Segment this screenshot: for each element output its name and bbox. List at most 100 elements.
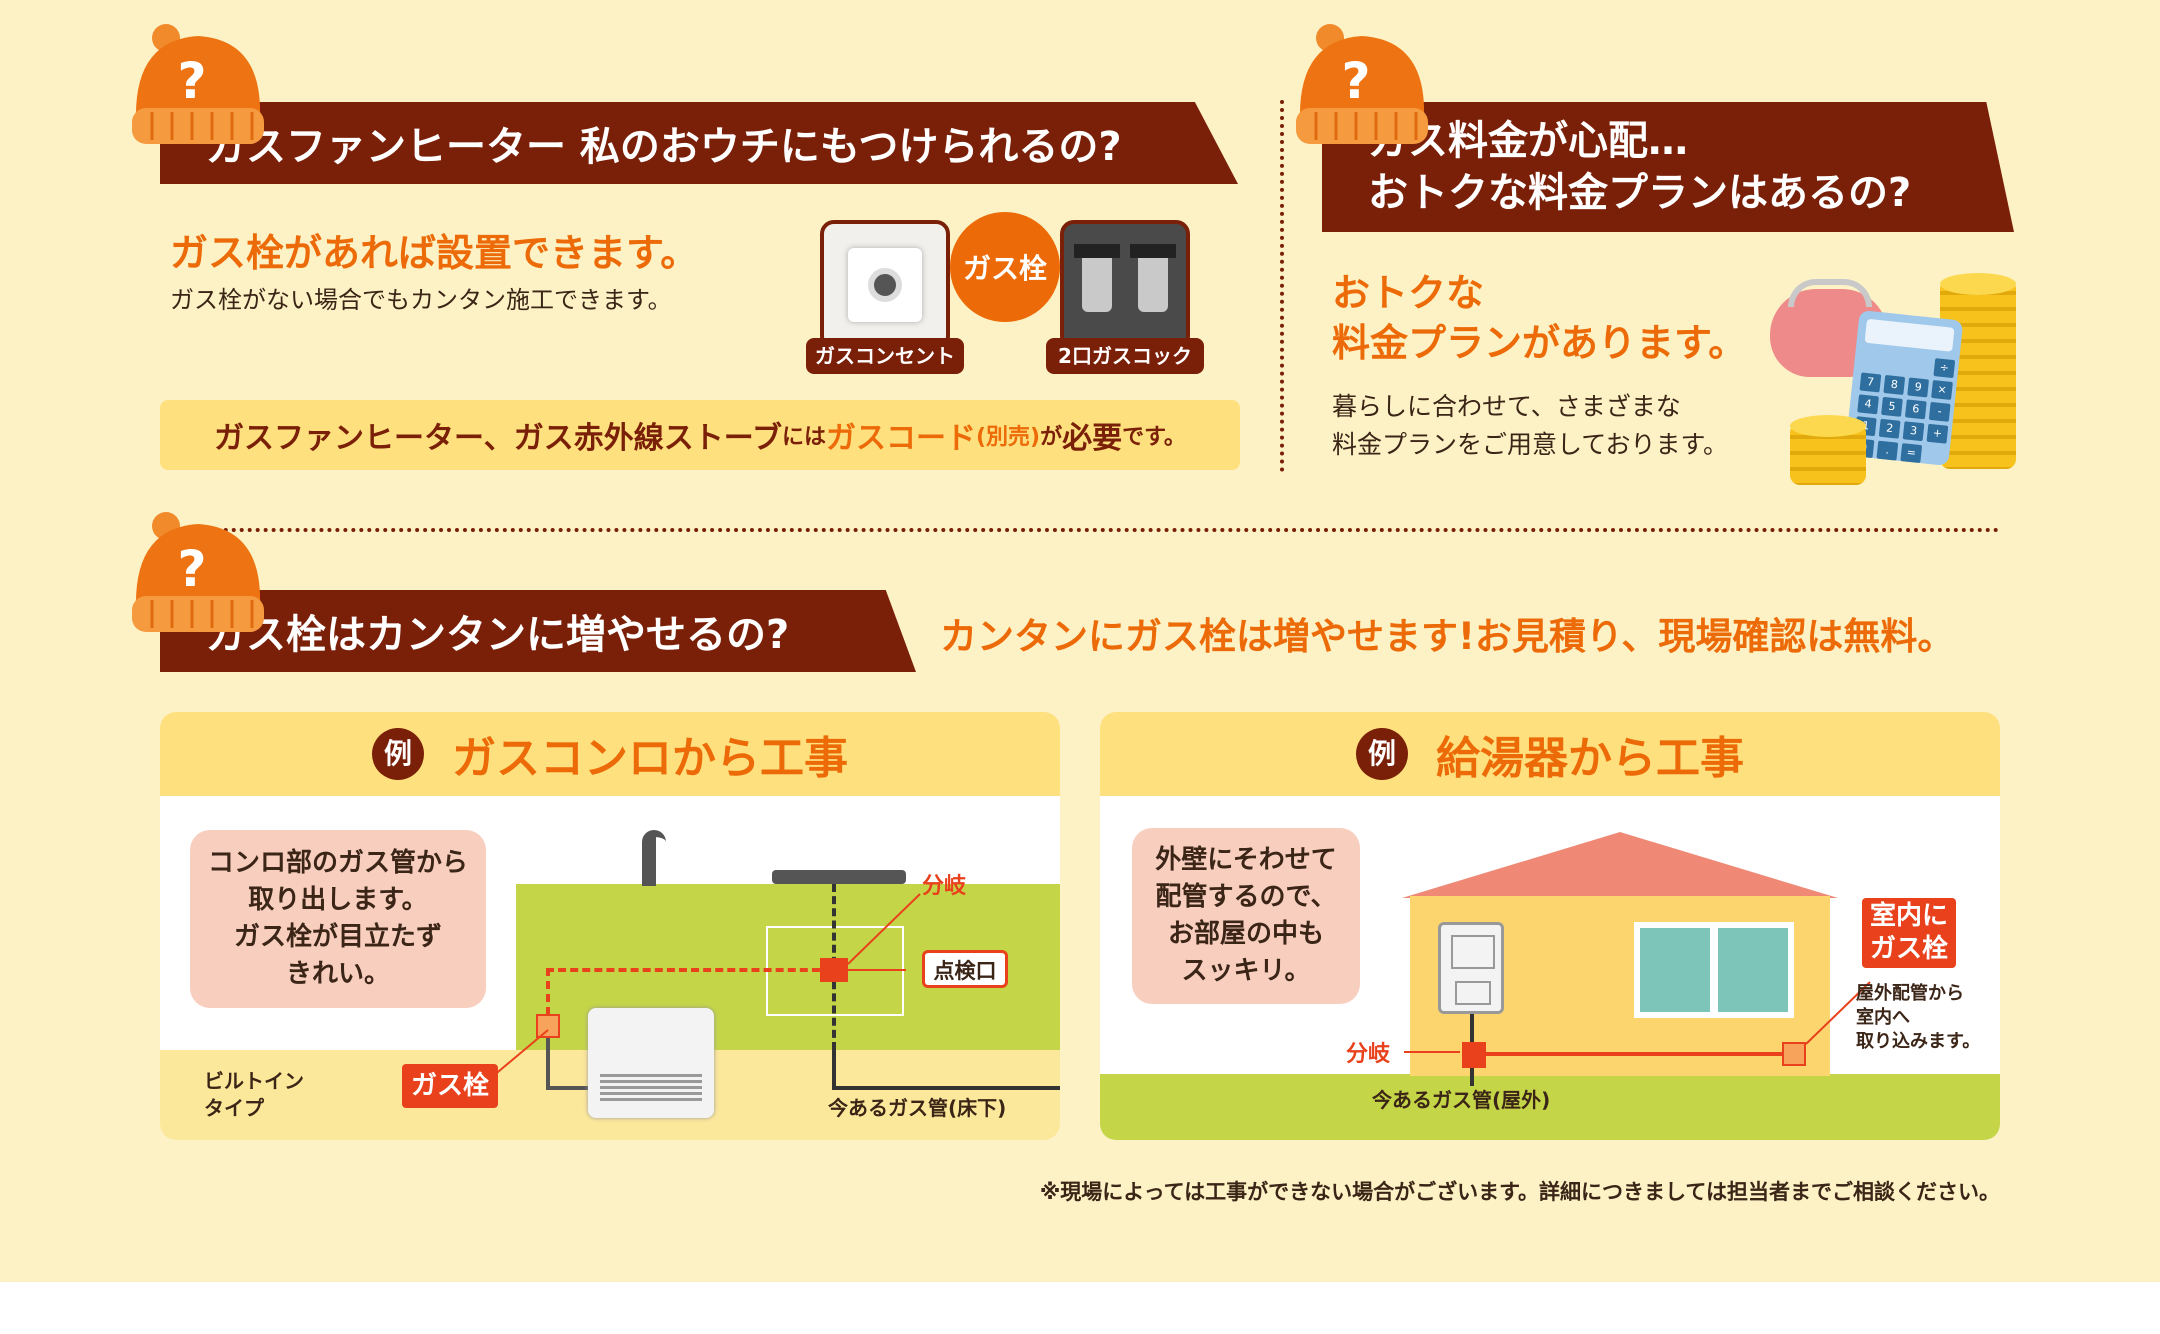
q1-title: ガスファンヒーター 私のおウチにもつけられるの? bbox=[206, 124, 1122, 170]
window-icon bbox=[1634, 922, 1794, 1018]
example-water-heater-title: 給湯器から工事 bbox=[1436, 733, 1744, 784]
q1-note-3: ガスコード bbox=[825, 421, 976, 456]
q2-body-line1: 暮らしに合わせて、さまざまな bbox=[1332, 392, 1681, 421]
bubble-line: 外壁にそわせて bbox=[1155, 845, 1337, 875]
calculator-key: 6 bbox=[1904, 399, 1927, 420]
question-hat-icon: ? bbox=[1296, 24, 1428, 144]
calculator-key: × bbox=[1931, 379, 1953, 400]
valve-tag: ガス栓 bbox=[402, 1064, 498, 1108]
indoor-line: 室内に bbox=[1869, 901, 1948, 931]
gas-valve-marker-icon bbox=[536, 1014, 560, 1038]
gas-valve-circle-label: ガス栓 bbox=[962, 252, 1047, 285]
calculator-key bbox=[1886, 353, 1908, 373]
calculator-key: - bbox=[1928, 401, 1951, 422]
svg-text:?: ? bbox=[1341, 52, 1370, 110]
page: ガスファンヒーター 私のおウチにもつけられるの? ? ガス栓があれば設置できます… bbox=[0, 0, 2160, 1282]
q2-title-line1: ガス料金が心配… bbox=[1368, 118, 1688, 164]
calculator-key: = bbox=[1900, 443, 1923, 464]
q1-lead: ガス栓があれば設置できます。 bbox=[170, 231, 699, 275]
calculator-key: 7 bbox=[1859, 372, 1882, 393]
money-illustration: ÷789×456-123+0.= bbox=[1770, 255, 2030, 490]
bubble-line: スッキリ。 bbox=[1181, 956, 1311, 986]
two-outlet-cock-label: 2口ガスコック bbox=[1046, 338, 1204, 374]
svg-text:?: ? bbox=[177, 540, 206, 598]
footnote: ※現場によっては工事ができない場合がございます。詳細につきましては担当者までご相… bbox=[1039, 1180, 2000, 1204]
calculator-key bbox=[1862, 351, 1884, 371]
q3-answer: カンタンにガス栓は増やせます!お見積り、現場確認は無料。 bbox=[940, 615, 1955, 658]
faucet-icon bbox=[642, 830, 666, 886]
water-heater-icon bbox=[1438, 922, 1504, 1014]
q3-title: ガス栓はカンタンに増やせるの? bbox=[206, 612, 790, 658]
example-panel-stove: 例 ガスコンロから工事 bbox=[160, 712, 1060, 1140]
branch-fitting-icon bbox=[1462, 1042, 1486, 1068]
ground bbox=[1100, 1074, 2000, 1140]
example-badge: 例 bbox=[1356, 728, 1408, 780]
calculator-key: 4 bbox=[1857, 394, 1879, 415]
bubble-line: 配管するので、 bbox=[1155, 882, 1337, 912]
q2-lead: おトクな 料金プランがあります。 bbox=[1332, 268, 1746, 368]
calculator-key: 8 bbox=[1883, 374, 1906, 395]
calculator-key bbox=[1910, 356, 1932, 376]
vertical-divider bbox=[1280, 100, 1284, 472]
calculator-key: ÷ bbox=[1933, 358, 1956, 379]
example-stove-bubble: コンロ部のガス管から 取り出します。 ガス栓が目立たず きれい。 bbox=[190, 830, 486, 1008]
note-line: 室内へ bbox=[1856, 1007, 1910, 1028]
outdoor-pipe-note: 屋外配管から 室内へ 取り込みます。 bbox=[1856, 982, 1980, 1054]
example-panel-water-heater: 例 給湯器から工事 外壁にそわせて 配管するので、 お部屋の中も bbox=[1100, 712, 2000, 1140]
note-line: 屋外配管から bbox=[1856, 983, 1964, 1004]
q1-note-5: が bbox=[1040, 425, 1063, 450]
example-water-heater-bubble: 外壁にそわせて 配管するので、 お部屋の中も スッキリ。 bbox=[1132, 828, 1360, 1004]
gas-outlet-photo bbox=[820, 220, 950, 350]
bubble-line: コンロ部のガス管から bbox=[207, 848, 468, 878]
q1-note-6: 必要 bbox=[1062, 421, 1123, 456]
existing-pipe-label: 今あるガス管(床下) bbox=[828, 1096, 1007, 1120]
q1-note-box: ガスファンヒーター、ガス赤外線ストーブ には ガスコード (別売) が 必要 で… bbox=[160, 400, 1240, 470]
inspection-label: 点検口 bbox=[922, 950, 1008, 988]
example-panel-water-heater-header: 例 給湯器から工事 bbox=[1100, 712, 2000, 796]
bubble-line: ガス栓が目立たず bbox=[233, 922, 442, 952]
builtin-line: タイプ bbox=[204, 1096, 264, 1120]
q1-note-2: には bbox=[781, 425, 826, 450]
indoor-valve-tag: 室内に ガス栓 bbox=[1862, 898, 1956, 968]
gas-valve-circle: ガス栓 bbox=[950, 212, 1060, 322]
question-hat-icon: ? bbox=[132, 512, 264, 632]
example-badge: 例 bbox=[372, 728, 424, 780]
gas-outlet-label: ガスコンセント bbox=[806, 338, 964, 374]
branch-label: 分岐 bbox=[922, 874, 967, 899]
note-line: 取り込みます。 bbox=[1856, 1031, 1981, 1052]
stove-top-icon bbox=[772, 870, 906, 884]
q2-body: 暮らしに合わせて、さまざまな 料金プランをご用意しております。 bbox=[1332, 388, 1728, 464]
calculator-key: . bbox=[1876, 440, 1899, 461]
q2-body-line2: 料金プランをご用意しております。 bbox=[1332, 430, 1729, 459]
branch-label: 分岐 bbox=[1346, 1042, 1391, 1067]
svg-text:?: ? bbox=[177, 52, 206, 110]
branch-fitting-icon bbox=[820, 958, 848, 982]
q2-lead-line1: おトクな bbox=[1332, 271, 1485, 315]
q1-note-4: (別売) bbox=[975, 425, 1041, 450]
bubble-line: お部屋の中も bbox=[1167, 919, 1324, 949]
question-hat-icon: ? bbox=[132, 24, 264, 144]
coin-stack-small-icon bbox=[1790, 415, 1866, 485]
bubble-line: 取り出します。 bbox=[248, 885, 428, 915]
horizontal-divider bbox=[160, 528, 2000, 532]
calculator-key: 3 bbox=[1902, 421, 1925, 442]
existing-pipe-label: 今あるガス管(屋外) bbox=[1372, 1088, 1551, 1112]
bubble-line: きれい。 bbox=[285, 959, 390, 989]
q1-sub: ガス栓がない場合でもカンタン施工できます。 bbox=[170, 286, 672, 314]
builtin-line: ビルトイン bbox=[204, 1069, 304, 1093]
calculator-keys: ÷789×456-123+0.= bbox=[1852, 351, 1956, 466]
q3-banner: ガス栓はカンタンに増やせるの? bbox=[160, 590, 916, 672]
q1-note-1: ガスファンヒーター、ガス赤外線ストーブ bbox=[214, 421, 782, 456]
example-panel-stove-header: 例 ガスコンロから工事 bbox=[160, 712, 1060, 796]
example-stove-title: ガスコンロから工事 bbox=[452, 733, 848, 784]
two-outlet-cock-photo bbox=[1060, 220, 1190, 350]
q2-title-line2: おトクな料金プランはあるの? bbox=[1368, 170, 1912, 216]
q1-note-7: です。 bbox=[1122, 425, 1186, 450]
indoor-line: ガス栓 bbox=[1869, 934, 1948, 964]
calculator-key: + bbox=[1926, 423, 1949, 444]
indoor-valve-marker-icon bbox=[1782, 1042, 1806, 1066]
fan-heater-icon bbox=[588, 1008, 714, 1118]
builtin-label: ビルトイン タイプ bbox=[204, 1068, 304, 1122]
q1-banner: ガスファンヒーター 私のおウチにもつけられるの? bbox=[160, 102, 1238, 184]
calculator-key: 5 bbox=[1881, 396, 1903, 417]
